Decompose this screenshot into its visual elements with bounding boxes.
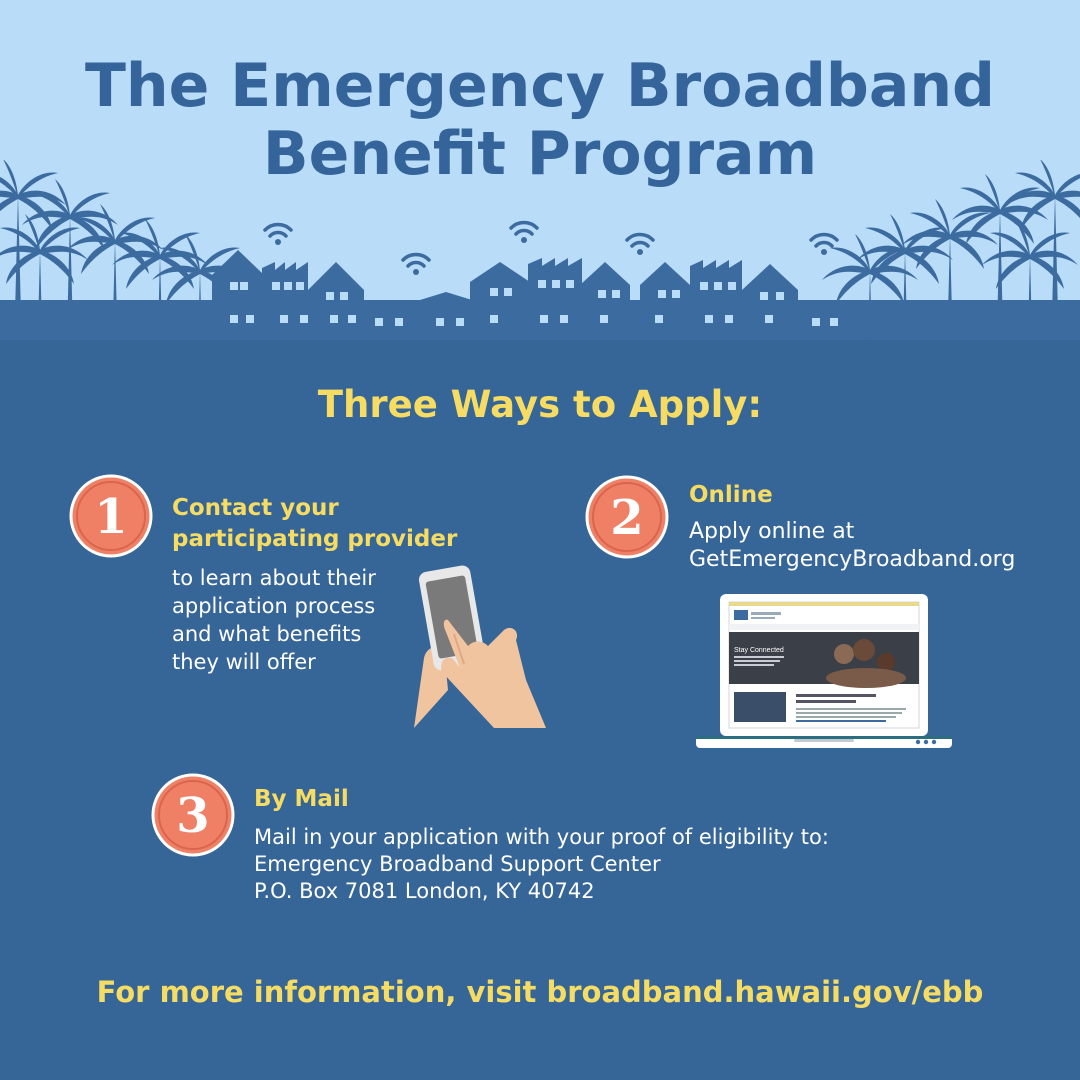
- step-3-text-line: Mail in your application with your proof…: [254, 825, 829, 849]
- step-2-text-line: GetEmergencyBroadband.org: [689, 547, 1016, 572]
- step-3-text: Mail in your application with your proof…: [254, 824, 829, 905]
- step-2-text: Apply online at GetEmergencyBroadband.or…: [689, 518, 1015, 574]
- step-3-title: By Mail: [254, 786, 349, 812]
- step-1-title-line-1: Contact your: [172, 495, 339, 521]
- step-2-title: Online: [689, 482, 773, 508]
- step-3-number: 3: [176, 788, 209, 844]
- step-1-text-line: to learn about their: [172, 566, 376, 590]
- footer-info: For more information, visit broadband.ha…: [96, 975, 984, 1009]
- title-line-2: Benefit Program: [262, 119, 818, 189]
- step-1-title: Contact your participating provider: [172, 493, 457, 555]
- step-1-text-line: and what benefits: [172, 622, 362, 646]
- step-1-badge: 1: [69, 474, 153, 558]
- section-heading: Three Ways to Apply:: [317, 383, 763, 426]
- step-2-text-line: Apply online at: [689, 519, 855, 544]
- step-1-text: to learn about their application process…: [172, 564, 376, 676]
- step-2-number: 2: [610, 490, 643, 546]
- step-3-text-line: P.O. Box 7081 London, KY 40742: [254, 879, 595, 903]
- title-line-1: The Emergency Broadband: [84, 51, 996, 121]
- step-3-badge: 3: [151, 773, 235, 857]
- step-2-badge: 2: [585, 475, 669, 559]
- step-1-number: 1: [94, 489, 127, 545]
- step-1-text-line: application process: [172, 594, 376, 618]
- laptop-icon: Stay Connected: [696, 594, 952, 748]
- page-title: The Emergency Broadband Benefit Program: [0, 52, 1080, 188]
- phone-hand-icon: [414, 565, 546, 728]
- step-3-text-line: Emergency Broadband Support Center: [254, 852, 661, 876]
- step-1-title-line-2: participating provider: [172, 526, 458, 552]
- skyline-illustration: [0, 160, 1080, 340]
- laptop-hero-text: Stay Connected: [734, 647, 784, 654]
- step-1-text-line: they will offer: [172, 650, 316, 674]
